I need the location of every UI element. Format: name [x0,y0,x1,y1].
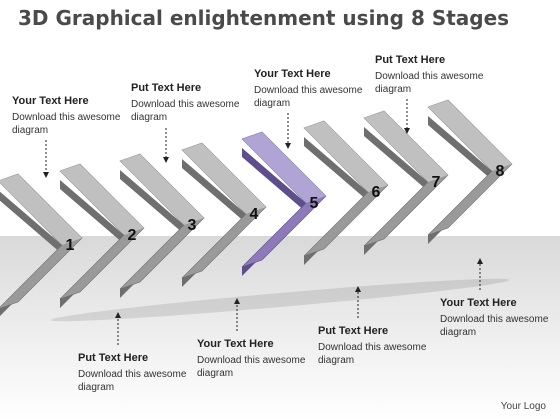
stage-3-chevron: 3 [119,153,205,298]
callout-body: Download this awesome diagram [78,369,187,393]
callout-body: Download this awesome diagram [12,112,121,136]
stage-number-label: 7 [432,174,441,191]
callout-heading: Put Text Here [318,325,389,337]
stage-number-label: 5 [310,195,319,212]
callout-stage-6: Put Text Here Download this awesome diag… [318,324,438,367]
callout-stage-5: Your Text Here Download this awesome dia… [254,67,374,110]
callout-stage-7: Put Text Here Download this awesome diag… [375,53,495,96]
page-title: 3D Graphical enlightenment using 8 Stage… [18,6,510,30]
callout-heading: Your Text Here [254,68,331,80]
stage-8-chevron: 8 [427,99,513,244]
stage-number-label: 4 [250,206,259,223]
callout-stage-3: Put Text Here Download this awesome diag… [131,81,251,124]
callout-stage-1: Your Text Here Download this awesome dia… [12,94,132,137]
floor-shadow [50,278,510,322]
stage-7-chevron: 7 [363,110,449,255]
stage-6-chevron: 6 [303,120,389,265]
callout-body: Download this awesome diagram [254,85,363,109]
stage-4-chevron: 4 [181,142,267,287]
callout-stage-8: Your Text Here Download this awesome dia… [440,296,560,339]
stage-5-chevron: 5 [241,131,327,276]
stage-number-label: 1 [66,237,75,254]
callout-body: Download this awesome diagram [375,71,484,95]
callout-body: Download this awesome diagram [440,314,549,338]
footer-logo-text: Your Logo [500,401,546,412]
callout-body: Download this awesome diagram [197,355,306,379]
callout-heading: Your Text Here [197,338,274,350]
callout-stage-4: Your Text Here Download this awesome dia… [197,337,317,380]
callout-heading: Put Text Here [78,352,149,364]
callout-heading: Your Text Here [12,95,89,107]
callout-stage-2: Put Text Here Download this awesome diag… [78,351,198,394]
callout-body: Download this awesome diagram [318,342,427,366]
callout-heading: Put Text Here [375,54,446,66]
stage-2-chevron: 2 [59,163,145,308]
callout-body: Download this awesome diagram [131,99,240,123]
stage-number-label: 2 [128,227,137,244]
stage-number-label: 6 [372,184,381,201]
stage-1-chevron: 1 [0,173,83,316]
callout-heading: Put Text Here [131,82,202,94]
stage-number-label: 8 [496,163,505,180]
callout-heading: Your Text Here [440,297,517,309]
stage-number-label: 3 [188,217,197,234]
